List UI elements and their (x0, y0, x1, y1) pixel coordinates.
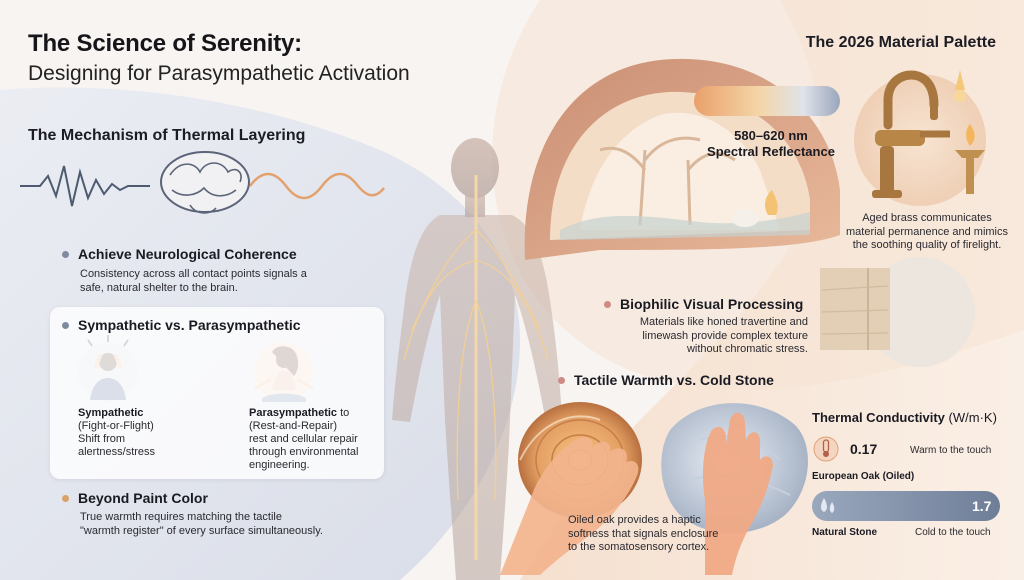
thermometer-icon (813, 436, 839, 462)
thermal-unit: (W/m·K) (944, 410, 997, 425)
page-subtitle: Designing for Parasympathetic Activation (28, 62, 410, 85)
parasympathetic-text: Parasympathetic to (Rest-and-Repair) res… (249, 407, 379, 472)
thermal-title: Thermal Conductivity (W/m·K) (812, 410, 997, 425)
coherence-text: Consistency across all contact points si… (80, 268, 307, 295)
coherence-heading: Achieve Neurological Coherence (62, 246, 297, 262)
oak-label: European Oak (Oiled) (812, 471, 915, 482)
water-drops-icon (821, 498, 835, 513)
sympathetic-line: alertness/stress (78, 446, 156, 458)
brain-icon (160, 151, 250, 214)
coherence-text-line: safe, natural shelter to the brain. (80, 281, 238, 294)
paint-heading: Beyond Paint Color (62, 490, 208, 506)
spectral-line: 580–620 nm (734, 128, 808, 143)
sympathetic-line: (Fight-or-Flight) (78, 420, 154, 432)
hand-icon (702, 412, 773, 575)
candle-icon (954, 70, 985, 194)
stone-value: 1.7 (972, 498, 992, 514)
biophilic-line: limewash provide complex texture (642, 329, 808, 342)
tactile-line: Oiled oak provides a haptic (568, 514, 701, 526)
spectral-label: 580–620 nm Spectral Reflectance (686, 128, 856, 160)
human-figure-icon (392, 138, 562, 580)
heartbeat-wave-icon (20, 165, 385, 207)
tactile-heading: Tactile Warmth vs. Cold Stone (558, 372, 774, 388)
tactile-title: Tactile Warmth vs. Cold Stone (574, 372, 774, 388)
cool-bar (812, 491, 1000, 521)
section-title-palette: The 2026 Material Palette (805, 34, 996, 51)
thermal-title-text: Thermal Conductivity (812, 410, 945, 425)
bullet-icon (558, 376, 565, 384)
parasympathetic-line: through environmental (249, 446, 359, 458)
biophilic-title: Biophilic Visual Processing (620, 296, 804, 312)
oak-value: 0.17 (850, 441, 878, 457)
bullet-icon (62, 321, 69, 329)
hand-icon (500, 437, 639, 575)
comparison-heading: Sympathetic vs. Parasympathetic (62, 317, 301, 333)
tactile-line: softness that signals enclosure (568, 527, 719, 540)
paint-text-line: "warmth register" of every surface simul… (80, 524, 323, 537)
sympathetic-text: Sympathetic (Fight-or-Flight) Shift from… (78, 407, 228, 459)
parasympathetic-line: rest and cellular repair (249, 433, 358, 445)
paint-title: Beyond Paint Color (78, 490, 208, 506)
faucet-icon (854, 70, 986, 206)
spectral-bar (694, 86, 840, 116)
stone-label: Natural Stone (812, 527, 878, 538)
brass-text: Aged brass communicates material permane… (832, 212, 1022, 253)
biophilic-line: Materials like honed travertine and (639, 316, 808, 328)
tactile-line: to the somatosensory cortex. (568, 541, 710, 553)
comparison-title: Sympathetic vs. Parasympathetic (78, 317, 301, 333)
spectral-line: Spectral Reflectance (707, 144, 835, 159)
section-title-mechanism: The Mechanism of Thermal Layering (28, 127, 306, 144)
paint-text: True warmth requires matching the tactil… (80, 511, 323, 538)
bullet-icon (62, 494, 69, 502)
page-title: The Science of Serenity: (28, 30, 302, 57)
paint-text-line: True warmth requires matching the tactil… (80, 511, 282, 523)
brass-line: Aged brass communicates (862, 212, 992, 224)
oak-note: Warm to the touch (910, 445, 992, 456)
parasympathetic-label: Parasympathetic (249, 407, 338, 419)
bullet-icon (604, 300, 611, 308)
coherence-text-line: Consistency across all contact points si… (80, 268, 307, 280)
parasympathetic-line: engineering. (249, 459, 310, 471)
biophilic-line: without chromatic stress. (686, 343, 808, 355)
stone-note: Cold to the touch (915, 527, 991, 538)
sympathetic-line: Shift from (78, 433, 126, 445)
bullet-icon (62, 250, 69, 258)
parasympathetic-label-suffix: to (337, 407, 350, 419)
brass-line: material permanence and mimics (845, 225, 1008, 238)
biophilic-text: Materials like honed travertine and lime… (604, 316, 808, 357)
comparison-card (50, 307, 384, 479)
parasympathetic-line: (Rest-and-Repair) (249, 420, 338, 432)
material-swatch (820, 257, 975, 367)
brass-line: the soothing quality of firelight. (852, 239, 1002, 251)
coherence-title: Achieve Neurological Coherence (78, 246, 297, 262)
biophilic-heading: Biophilic Visual Processing (604, 296, 803, 312)
sympathetic-label: Sympathetic (78, 407, 144, 419)
tactile-text: Oiled oak provides a haptic softness tha… (568, 514, 728, 555)
